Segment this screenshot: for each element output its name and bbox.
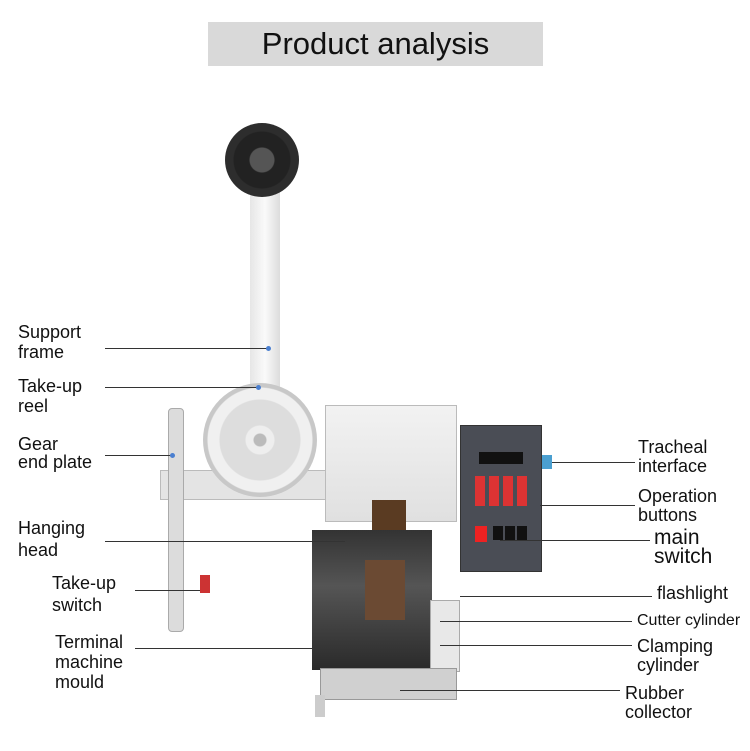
label-text: cylinder xyxy=(637,655,700,675)
label-text: Take-up xyxy=(52,573,117,593)
label-text: interface xyxy=(638,456,708,476)
top-spool xyxy=(225,123,299,197)
label-text: mould xyxy=(55,672,105,692)
leader-line xyxy=(460,596,652,597)
label-text: switch xyxy=(52,595,103,615)
label-text: frame xyxy=(18,342,65,362)
mould-block xyxy=(365,560,405,620)
reel-wheel xyxy=(203,383,317,497)
label-text: collector xyxy=(625,702,693,722)
leader-line xyxy=(440,621,632,622)
label-text: Take-up xyxy=(18,376,83,396)
label-text: Cutter cylinder xyxy=(637,612,741,629)
leader-line xyxy=(105,387,258,388)
label-text: buttons xyxy=(638,505,698,525)
label-text: Rubber xyxy=(625,683,685,703)
leader-line xyxy=(105,455,172,456)
stand-leg xyxy=(315,695,325,717)
label-cutter-cylinder: Cutter cylinder xyxy=(637,611,740,631)
leader-line xyxy=(135,590,200,591)
crimp-head xyxy=(372,500,406,530)
machine-base xyxy=(320,668,457,700)
leader-line xyxy=(440,645,632,646)
label-text: Gear xyxy=(18,434,59,454)
leader-line xyxy=(540,505,635,506)
leader-line xyxy=(135,648,312,649)
label-text: reel xyxy=(18,396,49,416)
label-text: end plate xyxy=(18,452,93,472)
label-text: switch xyxy=(654,545,713,568)
label-flashlight: flashlight xyxy=(657,583,728,603)
marker-dot xyxy=(256,385,261,390)
gear-end-plate xyxy=(168,408,184,632)
leader-line xyxy=(548,462,635,463)
label-text: Terminal xyxy=(55,632,124,652)
label-text: head xyxy=(18,540,59,560)
page-title: Product analysis xyxy=(208,22,543,66)
leader-line xyxy=(500,540,650,541)
control-panel xyxy=(460,425,542,572)
label-text: machine xyxy=(55,652,124,672)
label-text: Tracheal xyxy=(638,437,708,457)
label-text: Operation xyxy=(638,486,718,506)
label-text: main xyxy=(654,526,700,549)
leader-line xyxy=(105,541,345,542)
air-fitting xyxy=(542,455,552,469)
leader-line xyxy=(400,690,620,691)
leader-line xyxy=(105,348,268,349)
marker-dot xyxy=(266,346,271,351)
label-text: Clamping xyxy=(637,636,714,656)
label-text: flashlight xyxy=(657,583,729,603)
label-text: Hanging xyxy=(18,518,86,538)
label-text: Support xyxy=(18,322,82,342)
switch-part xyxy=(200,575,210,593)
cylinder xyxy=(430,600,460,672)
marker-dot xyxy=(170,453,175,458)
